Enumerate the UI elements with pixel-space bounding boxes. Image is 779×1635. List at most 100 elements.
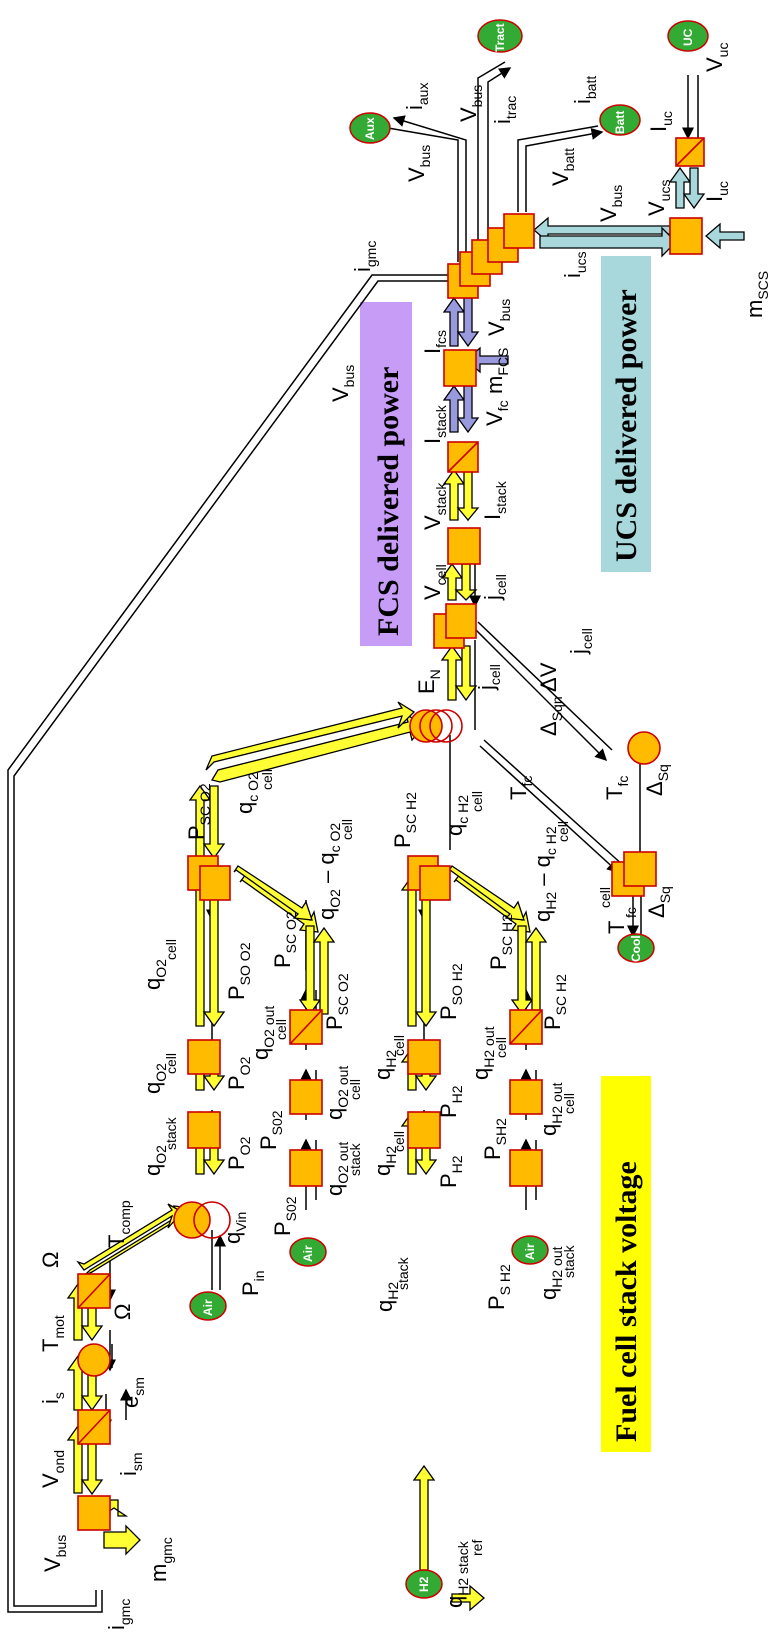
svg-text:ΔV: ΔV [536,662,561,692]
svg-text:mFCS: mFCS [482,348,511,394]
svg-text:PO2: PO2 [224,1056,253,1090]
svg-text:PSC H2: PSC H2 [390,792,419,848]
svg-text:is: is [38,1392,67,1404]
svg-text:stack: stack [395,1256,411,1290]
svg-text:PSH2: PSH2 [480,1118,509,1160]
svg-text:cell: cell [469,791,485,812]
svg-text:Vbus: Vbus [456,85,485,122]
svg-text:esm: esm [118,1377,147,1408]
svg-text:cell: cell [597,887,613,908]
svg-text:igmc: igmc [104,1599,133,1630]
svg-text:PS02: PS02 [270,1196,299,1236]
svg-text:PS H2: PS H2 [484,1264,513,1310]
svg-text:PSC O2: PSC O2 [184,783,213,840]
svg-text:Aux: Aux [363,117,377,140]
svg-text:Iuc: Iuc [646,111,675,132]
svg-text:cell: cell [347,1079,363,1100]
svg-text:Vbatt: Vbatt [548,148,577,186]
svg-text:PH2: PH2 [436,1085,465,1118]
svg-text:qO2 – qc O2: qO2 – qc O2 [314,823,343,920]
svg-text:Air: Air [301,1245,315,1262]
svg-text:FCS delivered power: FCS delivered power [372,367,405,636]
svg-text:qH2 out: qH2 out [468,1026,497,1080]
svg-text:Vbus: Vbus [40,1535,69,1572]
svg-text:PSC O2: PSC O2 [270,911,299,968]
svg-text:jcell: jcell [566,628,595,655]
svg-text:qH2 stack: qH2 stack [442,1540,471,1608]
svg-text:igmc: igmc [350,241,379,272]
svg-text:Air: Air [201,1299,215,1316]
svg-text:ΔSq: ΔSq [644,886,673,918]
svg-text:EN: EN [414,669,443,694]
svg-text:qO2 out: qO2 out [248,1006,277,1060]
svg-text:Istack: Istack [420,404,449,444]
svg-text:PO2: PO2 [224,1136,253,1170]
source-batt: Batt [599,104,641,136]
svg-text:ΔSqn: ΔSqn [536,696,565,736]
svg-text:stack: stack [347,1142,363,1176]
svg-text:qH2: qH2 [370,1050,399,1080]
svg-text:cell: cell [339,819,355,840]
svg-text:qO2: qO2 [140,1063,169,1094]
svg-text:Vond: Vond [38,1450,67,1488]
source-air-h2-out: Air [511,1235,549,1265]
svg-text:iaux: iaux [402,83,431,110]
coupling-circles [173,709,463,1239]
svg-text:cell: cell [555,821,571,842]
banner-ucs-delivered-power: UCS delivered power [601,256,651,572]
svg-text:Vbus: Vbus [484,299,513,336]
svg-text:qO2 out: qO2 out [322,1142,351,1196]
svg-text:Ω: Ω [38,1252,63,1268]
svg-text:qH2: qH2 [370,1146,399,1176]
svg-text:Vbus: Vbus [596,185,625,222]
svg-text:PSC H2: PSC H2 [486,914,515,970]
source-cool: Cool [617,933,655,963]
svg-text:Vstack: Vstack [420,482,449,530]
svg-text:Tfc: Tfc [506,776,535,800]
source-air-compressor: Air [189,1291,227,1321]
svg-text:UCS delivered power: UCS delivered power [610,289,643,562]
svg-text:itrac: itrac [490,96,519,124]
svg-text:cell: cell [163,939,179,960]
banner-fuel-cell-stack-voltage: Fuel cell stack voltage [601,1076,651,1452]
svg-text:cell: cell [391,1131,407,1152]
power-arrows-yellow [66,468,548,1612]
svg-text:ibatt: ibatt [570,76,599,104]
svg-text:jcell: jcell [474,664,503,691]
svg-text:PSC H2: PSC H2 [540,974,569,1030]
svg-text:ism: ism [116,1452,145,1476]
svg-text:Vbus: Vbus [328,365,357,402]
svg-text:qH2: qH2 [372,1282,401,1312]
svg-text:Istack: Istack [480,480,509,520]
svg-text:stack: stack [163,1116,179,1150]
svg-text:qO2 out: qO2 out [322,1066,351,1120]
svg-text:Vbus: Vbus [404,145,433,182]
svg-text:PS02: PS02 [256,1110,285,1150]
svg-text:Air: Air [523,1243,537,1260]
svg-text:qc O2: qc O2 [232,772,261,814]
svg-text:Cool: Cool [629,935,643,962]
banner-fcs-delivered-power: FCS delivered power [360,302,412,646]
svg-text:qc H2: qc H2 [442,795,471,836]
svg-text:Vfc: Vfc [482,400,511,426]
svg-text:stack: stack [561,1244,577,1278]
svg-text:PSO H2: PSO H2 [436,963,465,1020]
source-tract: Tract [477,19,523,53]
svg-text:fc: fc [623,907,639,918]
svg-text:Fuel cell stack voltage: Fuel cell stack voltage [610,1161,643,1442]
svg-text:Pin: Pin [238,1270,267,1296]
source-uc: UC [667,20,709,52]
svg-text:iucs: iucs [560,251,589,278]
svg-text:UC: UC [681,28,695,46]
svg-text:qO2: qO2 [140,959,169,990]
svg-text:PSC O2: PSC O2 [322,973,351,1030]
svg-text:cell: cell [273,1019,289,1040]
svg-text:Vuc: Vuc [702,43,731,72]
source-aux: Aux [349,112,391,144]
svg-text:Ω: Ω [110,1304,135,1320]
svg-text:cell: cell [391,1035,407,1056]
source-h2: H2 [405,1569,443,1599]
signal-lines [7,61,699,1613]
